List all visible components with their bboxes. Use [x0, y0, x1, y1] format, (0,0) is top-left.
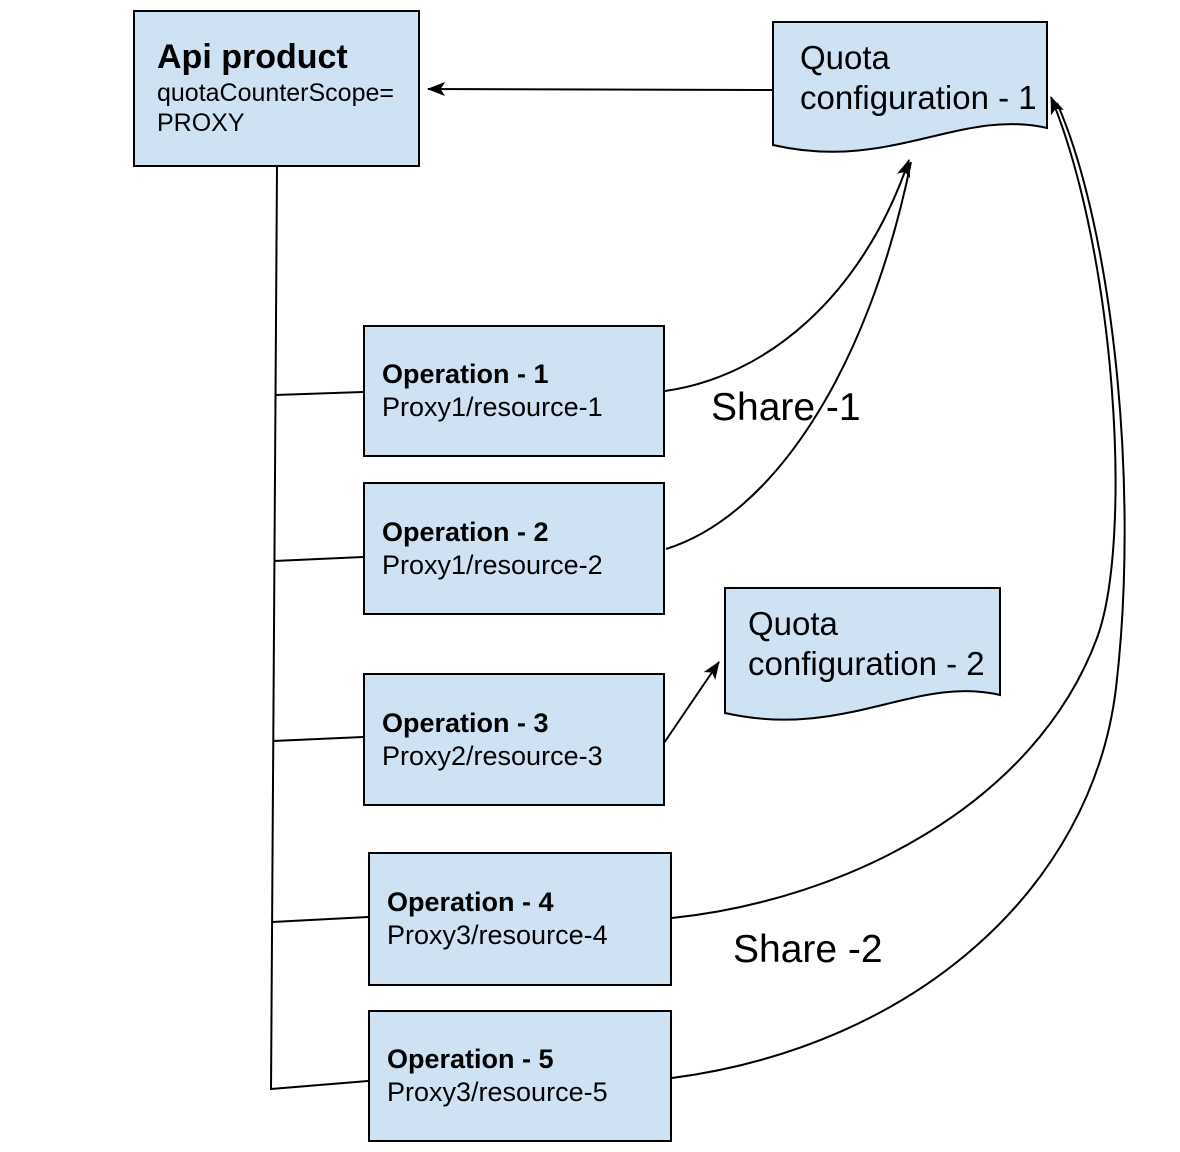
api-product-scope-line1: quotaCounterScope=: [157, 79, 394, 107]
operation-5-title: Operation - 5: [387, 1044, 554, 1074]
operation-1-title: Operation - 1: [382, 359, 549, 389]
share1-curve-operation-2: [665, 161, 912, 550]
operation-3-box: Operation - 3 Proxy2/resource-3: [363, 673, 665, 806]
share-1-label: Share -1: [711, 386, 861, 429]
operation-3-title: Operation - 3: [382, 707, 549, 738]
operation-5-resource: Proxy3/resource-5: [387, 1077, 608, 1107]
operation-2-resource: Proxy1/resource-2: [382, 549, 603, 580]
quota-config-2-line2: configuration - 2: [748, 645, 985, 682]
api-product-scope-line2: PROXY: [157, 109, 245, 137]
share2-curve-operation-4: [671, 96, 1117, 919]
operation-2-title: Operation - 2: [382, 516, 549, 547]
quota-config-1-line1: Quota: [800, 39, 890, 76]
operation-1-box: Operation - 1 Proxy1/resource-1: [363, 325, 665, 457]
branch-line-operation-5: [270, 1080, 369, 1090]
branch-line-operation-2: [273, 556, 364, 562]
share-2-label: Share -2: [733, 928, 883, 971]
operation-4-resource: Proxy3/resource-4: [387, 920, 608, 950]
api-product-box: Api product quotaCounterScope= PROXY: [133, 10, 420, 167]
branch-line-operation-3: [272, 736, 364, 742]
quota-config-1-line2: configuration - 1: [800, 79, 1037, 116]
share1-curve-operation-1: [664, 159, 911, 392]
operation-3-resource: Proxy2/resource-3: [382, 740, 603, 771]
operation-4-box: Operation - 4 Proxy3/resource-4: [368, 852, 672, 986]
quota-config-1-shape: [772, 21, 1048, 153]
operation-4-title: Operation - 4: [387, 887, 554, 917]
share2-curve-operation-5: [671, 102, 1126, 1079]
operation-1-resource: Proxy1/resource-1: [382, 392, 603, 422]
operation-5-box: Operation - 5 Proxy3/resource-5: [368, 1010, 672, 1142]
api-product-title: Api product: [157, 38, 348, 76]
operation-2-box: Operation - 2 Proxy1/resource-2: [363, 482, 665, 615]
arrow-operation-3-to-quota2: [663, 661, 720, 744]
quota-config-2-shape: [724, 587, 1001, 721]
trunk-line: [270, 166, 278, 1091]
branch-line-operation-4: [271, 916, 369, 923]
branch-line-operation-1: [274, 391, 364, 396]
quota-config-2-line1: Quota: [748, 605, 838, 642]
arrow-quota1-to-api-product: [427, 82, 774, 97]
